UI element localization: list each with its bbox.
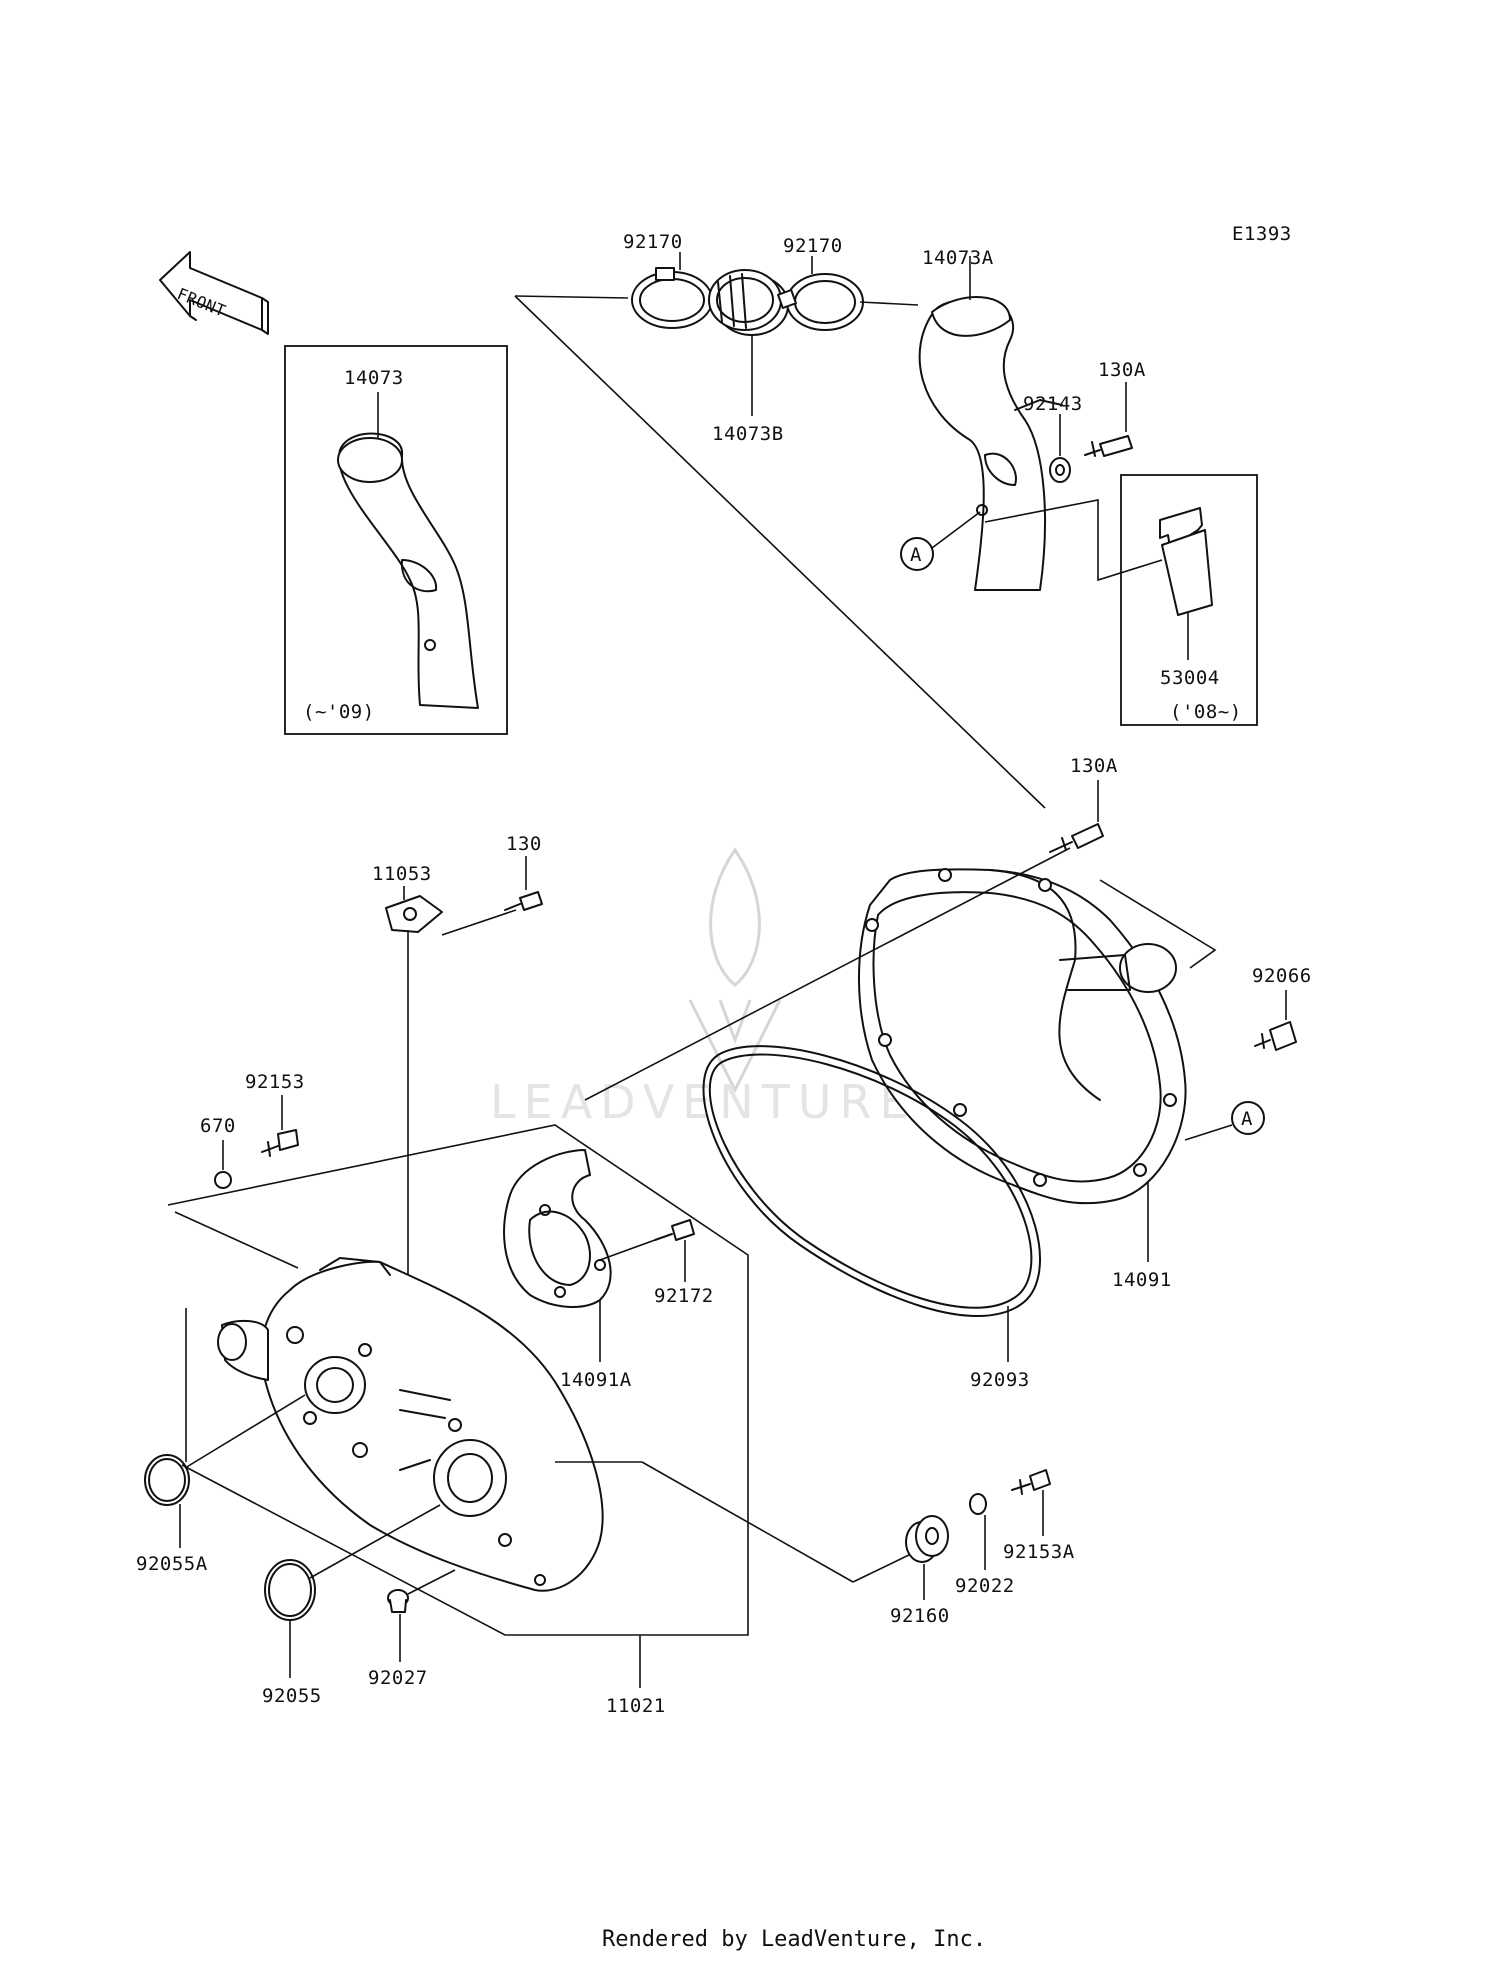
part-label-92172: 92172 bbox=[654, 1285, 714, 1307]
part-label-14073: 14073 bbox=[344, 367, 404, 389]
bracket-11053 bbox=[385, 895, 443, 933]
part-label-92153: 92153 bbox=[245, 1071, 305, 1093]
part-label-53004: 53004 bbox=[1160, 667, 1220, 689]
bolt-92172 bbox=[654, 1219, 695, 1241]
leader-92172-to-plate bbox=[599, 1239, 656, 1261]
leader-670 bbox=[174, 1211, 299, 1269]
footer-credit: Rendered by LeadVenture, Inc. bbox=[602, 1927, 986, 1952]
bolt-130A bbox=[1049, 823, 1104, 853]
plate-14091A bbox=[503, 1149, 612, 1308]
callout-A-top: A bbox=[900, 537, 934, 571]
o-ring-670 bbox=[214, 1171, 232, 1189]
grommet-92160 bbox=[905, 1515, 949, 1563]
plug-92027 bbox=[387, 1589, 409, 1613]
leader-A-right bbox=[1184, 1124, 1233, 1141]
part-label-92093: 92093 bbox=[970, 1369, 1030, 1391]
inner-case-11021 bbox=[217, 1257, 604, 1592]
leader-92055A-to-case bbox=[184, 1394, 306, 1469]
bolt-130A-top bbox=[1084, 435, 1133, 457]
group-line-clamp bbox=[514, 295, 629, 299]
washer-92143 bbox=[1049, 457, 1071, 483]
part-label-92055: 92055 bbox=[262, 1685, 322, 1707]
gasket-92093 bbox=[702, 1045, 1041, 1318]
leader-92055-to-case bbox=[309, 1504, 441, 1579]
intake-duct-14073 bbox=[337, 432, 479, 709]
svg-text:A: A bbox=[910, 544, 922, 566]
box-note-left: (~'09) bbox=[303, 701, 375, 723]
part-label-92143: 92143 bbox=[1023, 393, 1083, 415]
part-label-92160: 92160 bbox=[890, 1605, 950, 1627]
part-label-11053: 11053 bbox=[372, 863, 432, 885]
box-note-right: ('08~) bbox=[1170, 701, 1242, 723]
bolt-92153 bbox=[261, 1129, 299, 1157]
part-label-11021: 11021 bbox=[606, 1695, 666, 1717]
part-label-92170-left: 92170 bbox=[623, 231, 683, 253]
part-label-92153A: 92153A bbox=[1003, 1541, 1075, 1563]
part-label-14073A: 14073A bbox=[922, 247, 994, 269]
fitting-92066 bbox=[1254, 1021, 1297, 1051]
part-label-130A-top: 130A bbox=[1098, 359, 1146, 381]
sleeve-14073B bbox=[708, 269, 789, 336]
part-label-670: 670 bbox=[200, 1115, 236, 1137]
part-label-92170-right: 92170 bbox=[783, 235, 843, 257]
washer-92022 bbox=[969, 1493, 987, 1515]
group-line-top bbox=[514, 295, 1046, 809]
bolt-130 bbox=[504, 891, 543, 911]
leader-130-to-bracket bbox=[441, 909, 517, 936]
front-arrow-icon: FRONT bbox=[159, 251, 269, 335]
part-label-130: 130 bbox=[506, 833, 542, 855]
converter-cover-outer-14091 bbox=[858, 868, 1187, 1205]
leader-92066-bracket bbox=[1099, 879, 1217, 969]
inset-box-14073 bbox=[284, 345, 508, 735]
svg-text:A: A bbox=[1241, 1108, 1253, 1130]
part-label-14091A: 14091A bbox=[560, 1369, 632, 1391]
part-label-92027: 92027 bbox=[368, 1667, 428, 1689]
watermark-logo bbox=[688, 847, 782, 1094]
group-line-130A bbox=[584, 847, 1071, 1101]
part-label-92055A: 92055A bbox=[136, 1553, 208, 1575]
part-label-92066: 92066 bbox=[1252, 965, 1312, 987]
o-ring-92055 bbox=[264, 1559, 316, 1621]
o-ring-92055A bbox=[144, 1454, 190, 1506]
watermark-text: LEADVENTURE bbox=[490, 1075, 917, 1129]
group-line-left-case bbox=[167, 1124, 749, 1636]
leader-53004 bbox=[984, 499, 1163, 582]
bolt-92153A bbox=[1011, 1469, 1051, 1495]
hose-clamp-92170-right bbox=[777, 273, 864, 331]
callout-A-right: A bbox=[1231, 1101, 1265, 1135]
intake-duct-14073A bbox=[918, 296, 1063, 591]
part-label-92022: 92022 bbox=[955, 1575, 1015, 1597]
part-label-130A: 130A bbox=[1070, 755, 1118, 777]
inset-box-53004 bbox=[1120, 474, 1258, 726]
diagram-code: E1393 bbox=[1232, 223, 1292, 245]
hose-clamp-92170-left bbox=[631, 267, 713, 329]
group-line-92160-b bbox=[641, 1461, 854, 1583]
part-label-14091: 14091 bbox=[1112, 1269, 1172, 1291]
label-decal-53004 bbox=[1159, 507, 1213, 616]
group-line-92160-c bbox=[852, 1551, 916, 1583]
part-label-14073B: 14073B bbox=[712, 423, 784, 445]
leader-92027-to-case bbox=[407, 1569, 456, 1595]
leader-clamp-to-duct bbox=[859, 301, 919, 306]
leader-A-top bbox=[931, 511, 981, 549]
